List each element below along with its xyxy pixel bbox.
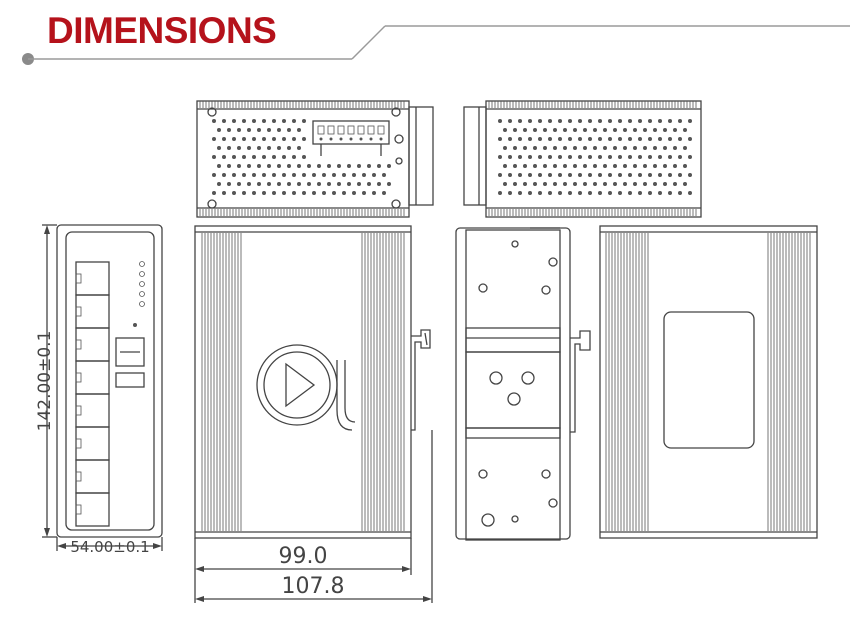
body-depth-label: 99.0 xyxy=(279,544,328,569)
power-terminal-block xyxy=(312,120,390,156)
depth-dimensions: 99.0 107.8 xyxy=(194,430,433,603)
din-rail-clip-icon xyxy=(411,329,431,431)
total-depth-label: 107.8 xyxy=(282,574,345,599)
width-dimension-label: 54.00±0.1 xyxy=(70,538,149,556)
height-dimension-label: 142.00±0.1 xyxy=(35,331,55,432)
width-dimension: 54.00±0.1 xyxy=(56,537,163,556)
top-view-left xyxy=(196,100,434,218)
top-view-right xyxy=(463,100,702,218)
logo-icon xyxy=(256,344,356,431)
side-view-logo xyxy=(194,225,431,539)
section-title: DIMENSIONS xyxy=(47,10,277,51)
side-view-label xyxy=(599,225,818,539)
rear-view-din-rail xyxy=(455,227,591,541)
header-divider xyxy=(22,25,850,65)
height-dimension: 142.00±0.1 xyxy=(35,224,57,538)
front-view xyxy=(56,224,163,538)
